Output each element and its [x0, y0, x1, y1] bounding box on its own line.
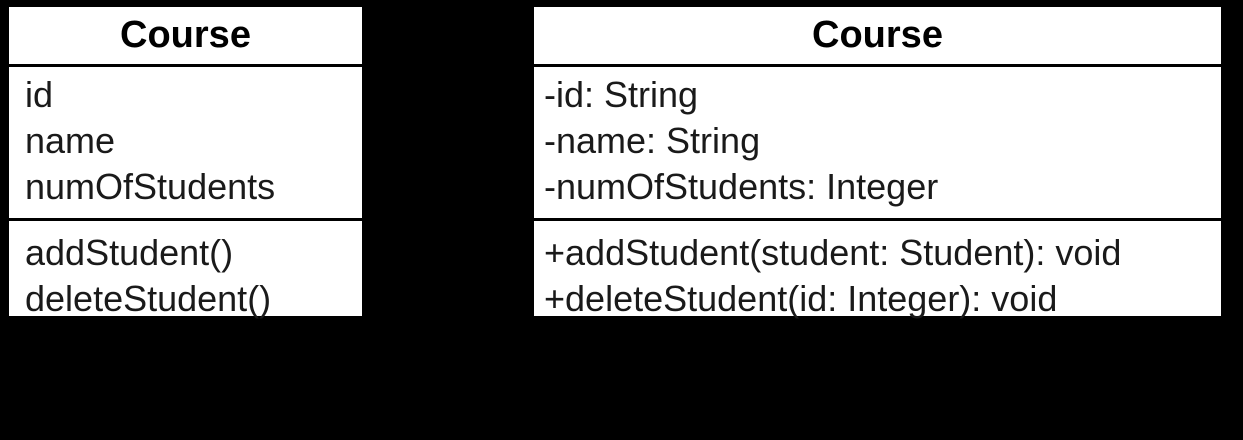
- attribute-row: -name: String: [544, 120, 761, 161]
- methods-compartment: addStudent() deleteStudent(): [9, 221, 362, 322]
- method-row: +addStudent(student: Student): void: [544, 232, 1122, 273]
- method-row: +deleteStudent(id: Integer): void: [544, 278, 1058, 319]
- class-title: Course: [9, 7, 362, 67]
- attributes-compartment: id name numOfStudents: [9, 67, 362, 221]
- attribute-row: -id: String: [544, 74, 699, 115]
- method-row: deleteStudent(): [25, 278, 272, 319]
- attribute-row: id: [25, 74, 54, 115]
- method-row: addStudent(): [25, 232, 234, 273]
- uml-class-box-course-detailed[interactable]: Course -id: String -name: String -numOfS…: [532, 5, 1223, 319]
- attribute-row: name: [25, 120, 116, 161]
- attribute-row: -numOfStudents: Integer: [544, 166, 939, 207]
- methods-compartment: +addStudent(student: Student): void +del…: [534, 221, 1221, 322]
- attribute-row: numOfStudents: [25, 166, 276, 207]
- attributes-compartment: -id: String -name: String -numOfStudents…: [534, 67, 1221, 221]
- uml-class-box-course-simple[interactable]: Course id name numOfStudents addStudent(…: [7, 5, 364, 319]
- class-title: Course: [534, 7, 1221, 67]
